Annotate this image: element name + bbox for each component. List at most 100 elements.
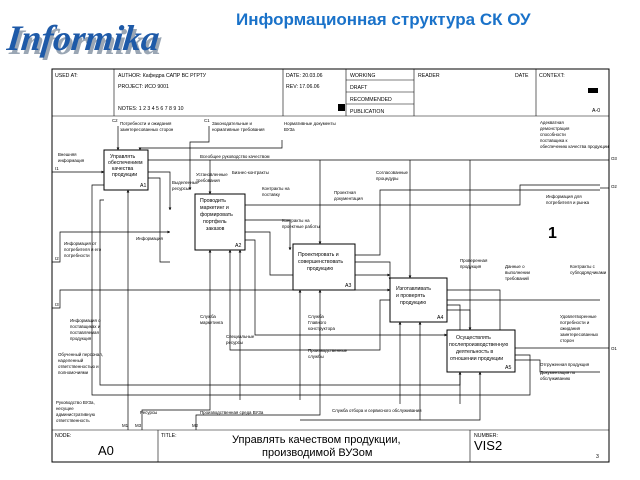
label-l42: Установленные	[196, 172, 228, 177]
label-l65: Контракты с	[570, 264, 596, 269]
box-a3-number: A3	[345, 283, 351, 289]
footer-node: A0	[98, 443, 114, 458]
box-a2-line-5: заказов	[206, 226, 225, 232]
working-marker	[338, 104, 345, 111]
code-i1: I1	[55, 166, 59, 171]
label-l53: Служба	[308, 314, 324, 319]
header-reader: READER	[418, 73, 440, 79]
footer-number: VIS2	[474, 438, 502, 453]
box-a5-line-3: деятельность в	[456, 349, 493, 355]
label-l31: демонстрация	[540, 126, 570, 131]
code-c2: C2	[112, 118, 118, 123]
label-l08: информация	[58, 158, 85, 163]
code-o2: O2	[611, 184, 617, 189]
box-a2-line-4: портфель	[203, 219, 227, 225]
code-o3: O3	[611, 156, 617, 161]
label-l66: субподрядчиками	[570, 270, 607, 275]
label-l48: документация	[334, 196, 363, 201]
code-m2: M2	[192, 423, 199, 428]
label-l62: Данные о	[505, 264, 525, 269]
label-l35: Информация для	[546, 194, 582, 199]
label-l58: Согласованные	[376, 170, 409, 175]
label-l04: нормативные требования	[212, 127, 265, 132]
box-a5-line-2: послепроизводственную	[449, 342, 508, 348]
label-l30: Адекватная	[540, 120, 564, 125]
label-l68: Документация по	[540, 370, 576, 375]
box-a2-line-1: Проводить	[200, 198, 226, 204]
label-l43: требования	[196, 178, 220, 183]
label-l05: Нормативные документы	[284, 121, 336, 126]
diagram-footer	[52, 429, 609, 462]
label-l67: Отгруженная продукция	[540, 362, 590, 367]
label-l17: поставляемая	[70, 330, 99, 335]
label-l49: Контракты на	[282, 218, 310, 223]
diagram-step-marker: 1	[548, 225, 557, 242]
label-l55: конструктора	[308, 326, 335, 331]
activity-box-a1[interactable]: Управлять обеспечением качества продукци…	[103, 149, 149, 191]
label-l46: поставку	[262, 192, 281, 197]
label-l11: ресурсы	[172, 186, 189, 191]
label-l56: Производственные	[308, 348, 348, 353]
activity-box-a3[interactable]: Проектировать и совершенствовать продукц…	[292, 243, 356, 291]
label-l02: заинтересованных сторон	[120, 127, 174, 132]
label-l16: поставщиках и	[70, 324, 101, 329]
box-a1-line-2: обеспечением	[108, 160, 143, 166]
label-l57: службы	[308, 354, 324, 359]
label-l28: Производственная среда ВУЗа	[200, 410, 264, 415]
label-l32: способности	[540, 132, 566, 137]
label-l10: Выделенные	[172, 180, 199, 185]
box-a4-line-3: продукцию	[400, 300, 426, 306]
label-l07: Внешняя	[58, 152, 77, 157]
box-a3-line-2: совершенствовать	[298, 259, 343, 265]
status-draft: DRAFT	[350, 85, 368, 91]
box-a4-number: A4	[437, 315, 443, 321]
code-m1: M1	[122, 423, 129, 428]
label-l13: потребителя и его	[64, 247, 102, 252]
code-o1: O1	[611, 346, 617, 351]
label-l29: Служба отбора и сервисного обслуживания	[332, 408, 422, 413]
logo-text: Informika	[6, 18, 161, 58]
box-a2-number: A2	[235, 243, 241, 249]
footer-title-label: TITLE:	[161, 433, 177, 439]
label-l44: Бизнес-контракты	[232, 170, 269, 175]
box-a5-line-4: отношении продукции	[450, 356, 503, 362]
box-a2-line-2: маркетинг и	[200, 205, 229, 211]
label-l54: Главного	[308, 320, 327, 325]
status-publication: PUBLICATION	[350, 109, 384, 115]
activity-box-a2[interactable]: Проводить маркетинг и формировать портфе…	[194, 193, 246, 251]
label-l70: Информация	[136, 236, 164, 241]
label-l24: несущее	[56, 406, 74, 411]
label-l52: маркетинга	[200, 320, 224, 325]
label-l34: обеспечению качества продукции	[540, 144, 609, 149]
footer-title-1: Управлять качеством продукции,	[232, 434, 401, 446]
box-a1-line-4: продукции	[112, 172, 137, 178]
svg-text:Informika: Informika	[7, 22, 164, 60]
label-l45: Контракты на	[262, 186, 290, 191]
diagram-header	[52, 69, 609, 117]
label-l19: Обученный персонал,	[58, 352, 103, 357]
label-l41: сторон	[560, 338, 574, 343]
status-recommended: RECOMMENDED	[350, 97, 392, 103]
activity-box-a4[interactable]: Изготавливать и проверять продукцию A4	[389, 277, 448, 323]
label-l40: заинтересованных	[560, 332, 599, 337]
label-l47: Проектная	[334, 190, 356, 195]
header-date: DATE: 20.03.06	[286, 73, 323, 79]
label-l37: Удовлетворенные	[560, 314, 597, 319]
code-m3: M3	[135, 423, 142, 428]
label-l51: Служба	[200, 314, 216, 319]
label-l63: выполнении	[505, 270, 531, 275]
label-l26: ответственность	[56, 418, 90, 423]
box-a3-line-3: продукцию	[307, 266, 333, 272]
activity-box-a5[interactable]: Осуществлять послепроизводственную деяте…	[446, 329, 516, 373]
code-i2: I2	[55, 256, 59, 261]
label-l03: Законодательные и	[212, 121, 253, 126]
label-l38: потребности и	[560, 320, 590, 325]
header-project: PROJECT: ИСО 9001	[118, 84, 169, 90]
label-l18: продукция	[70, 336, 92, 341]
box-a1-line-3: качества	[112, 166, 133, 172]
footer-number-label: NUMBER:	[474, 433, 498, 439]
header-notes: NOTES: 1 2 3 4 5 6 7 8 9 10	[118, 106, 184, 112]
box-a3-line-1: Проектировать и	[298, 252, 339, 258]
box-a4-line-1: Изготавливать	[396, 286, 431, 292]
header-rev: REV: 17.06.06	[286, 84, 320, 90]
